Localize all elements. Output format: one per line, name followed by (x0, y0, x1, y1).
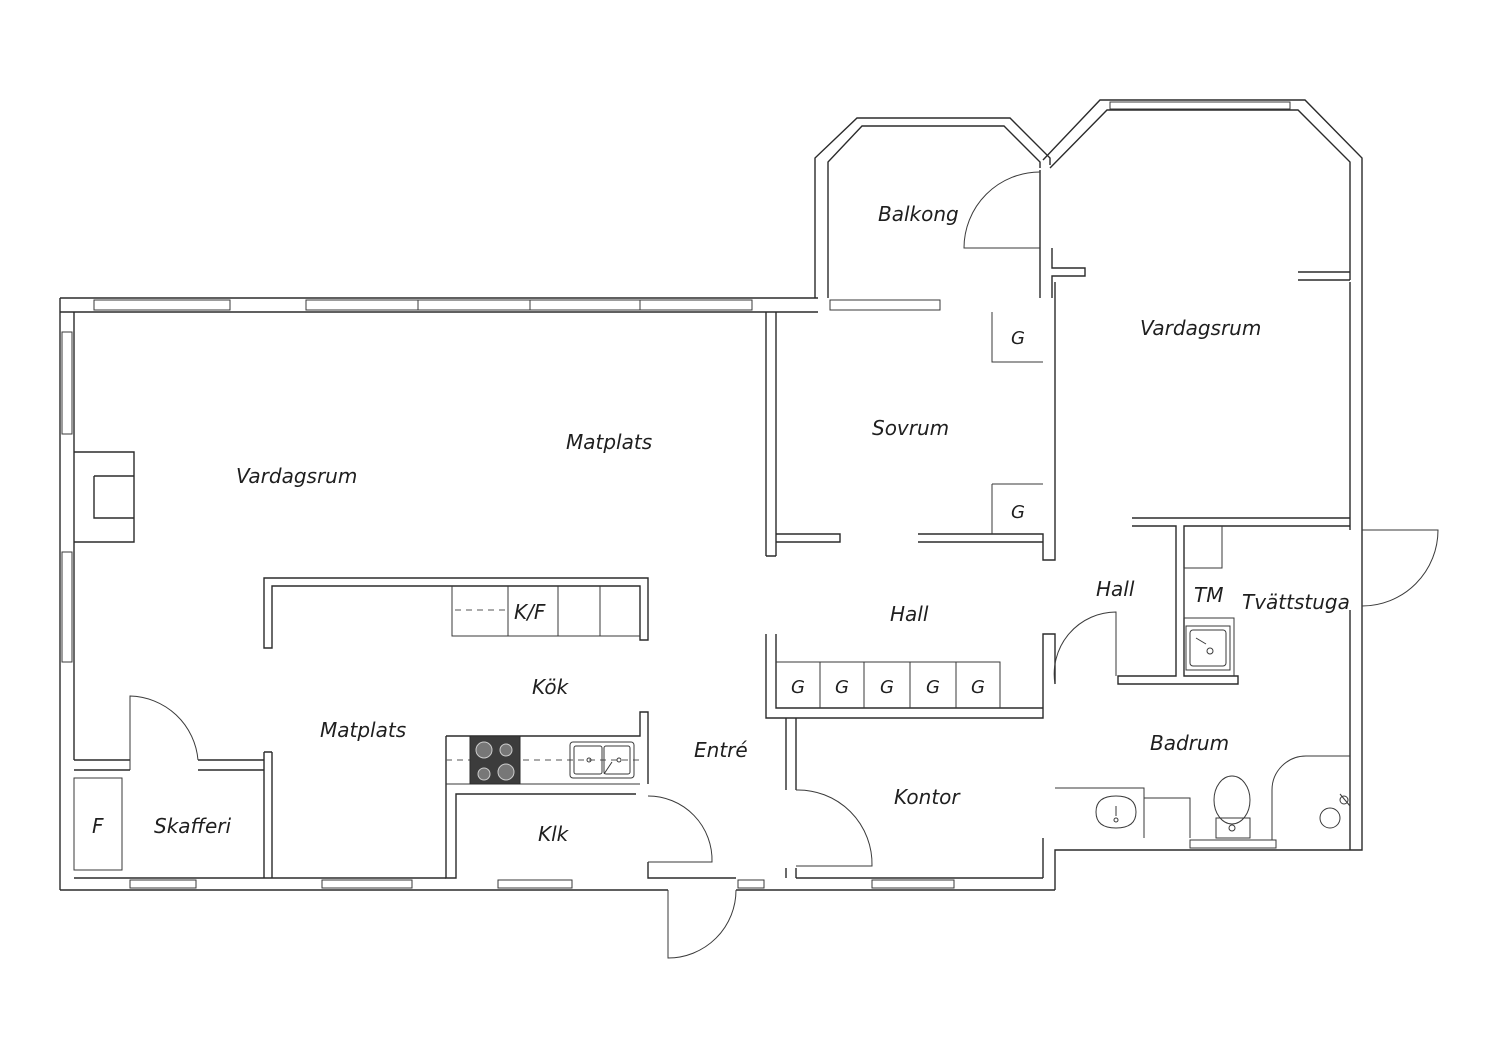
label-g-hall-3: G (880, 677, 894, 698)
laundry-sink-icon (1185, 625, 1231, 671)
label-kf: K/F (514, 600, 546, 624)
label-g-hall-1: G (791, 677, 805, 698)
label-entre: Entré (694, 738, 748, 762)
toilet-icon (1213, 775, 1251, 839)
label-vardagsrum-right: Vardagsrum (1140, 316, 1261, 340)
label-tvattstuga: Tvättstuga (1242, 590, 1350, 614)
label-balkong: Balkong (878, 202, 959, 226)
label-g-hall-5: G (971, 677, 985, 698)
fixtures (73, 625, 1351, 871)
label-kontor: Kontor (894, 785, 961, 809)
fridge (73, 777, 123, 871)
stove-icon (469, 735, 521, 785)
label-skafferi: Skafferi (154, 814, 231, 838)
label-sovrum: Sovrum (872, 416, 949, 440)
label-g-hall-4: G (926, 677, 940, 698)
label-vardagsrum-left: Vardagsrum (236, 464, 357, 488)
label-f: F (92, 814, 104, 838)
label-g-hall-2: G (835, 677, 849, 698)
label-tm: TM (1194, 583, 1223, 607)
label-matplats-top: Matplats (566, 430, 652, 454)
label-g-sovrum-bottom: G (1011, 502, 1025, 523)
label-hall-right: Hall (1096, 577, 1135, 601)
label-matplats-bottom: Matplats (320, 718, 406, 742)
label-klk: Klk (538, 822, 570, 846)
label-g-sovrum-top: G (1011, 328, 1025, 349)
windows (61, 101, 1291, 889)
interior-walls (74, 282, 1351, 879)
exterior-walls (59, 99, 1363, 891)
room-labels: Vardagsrum Matplats K/F Kök Matplats F S… (92, 202, 1350, 846)
label-hall-center: Hall (890, 602, 929, 626)
doors (129, 171, 1439, 959)
label-kok: Kök (532, 675, 570, 699)
label-badrum: Badrum (1150, 731, 1229, 755)
shower-icon (1319, 793, 1351, 829)
bathroom-sink-icon (1095, 795, 1137, 829)
kitchen-sink-icon (569, 741, 635, 779)
